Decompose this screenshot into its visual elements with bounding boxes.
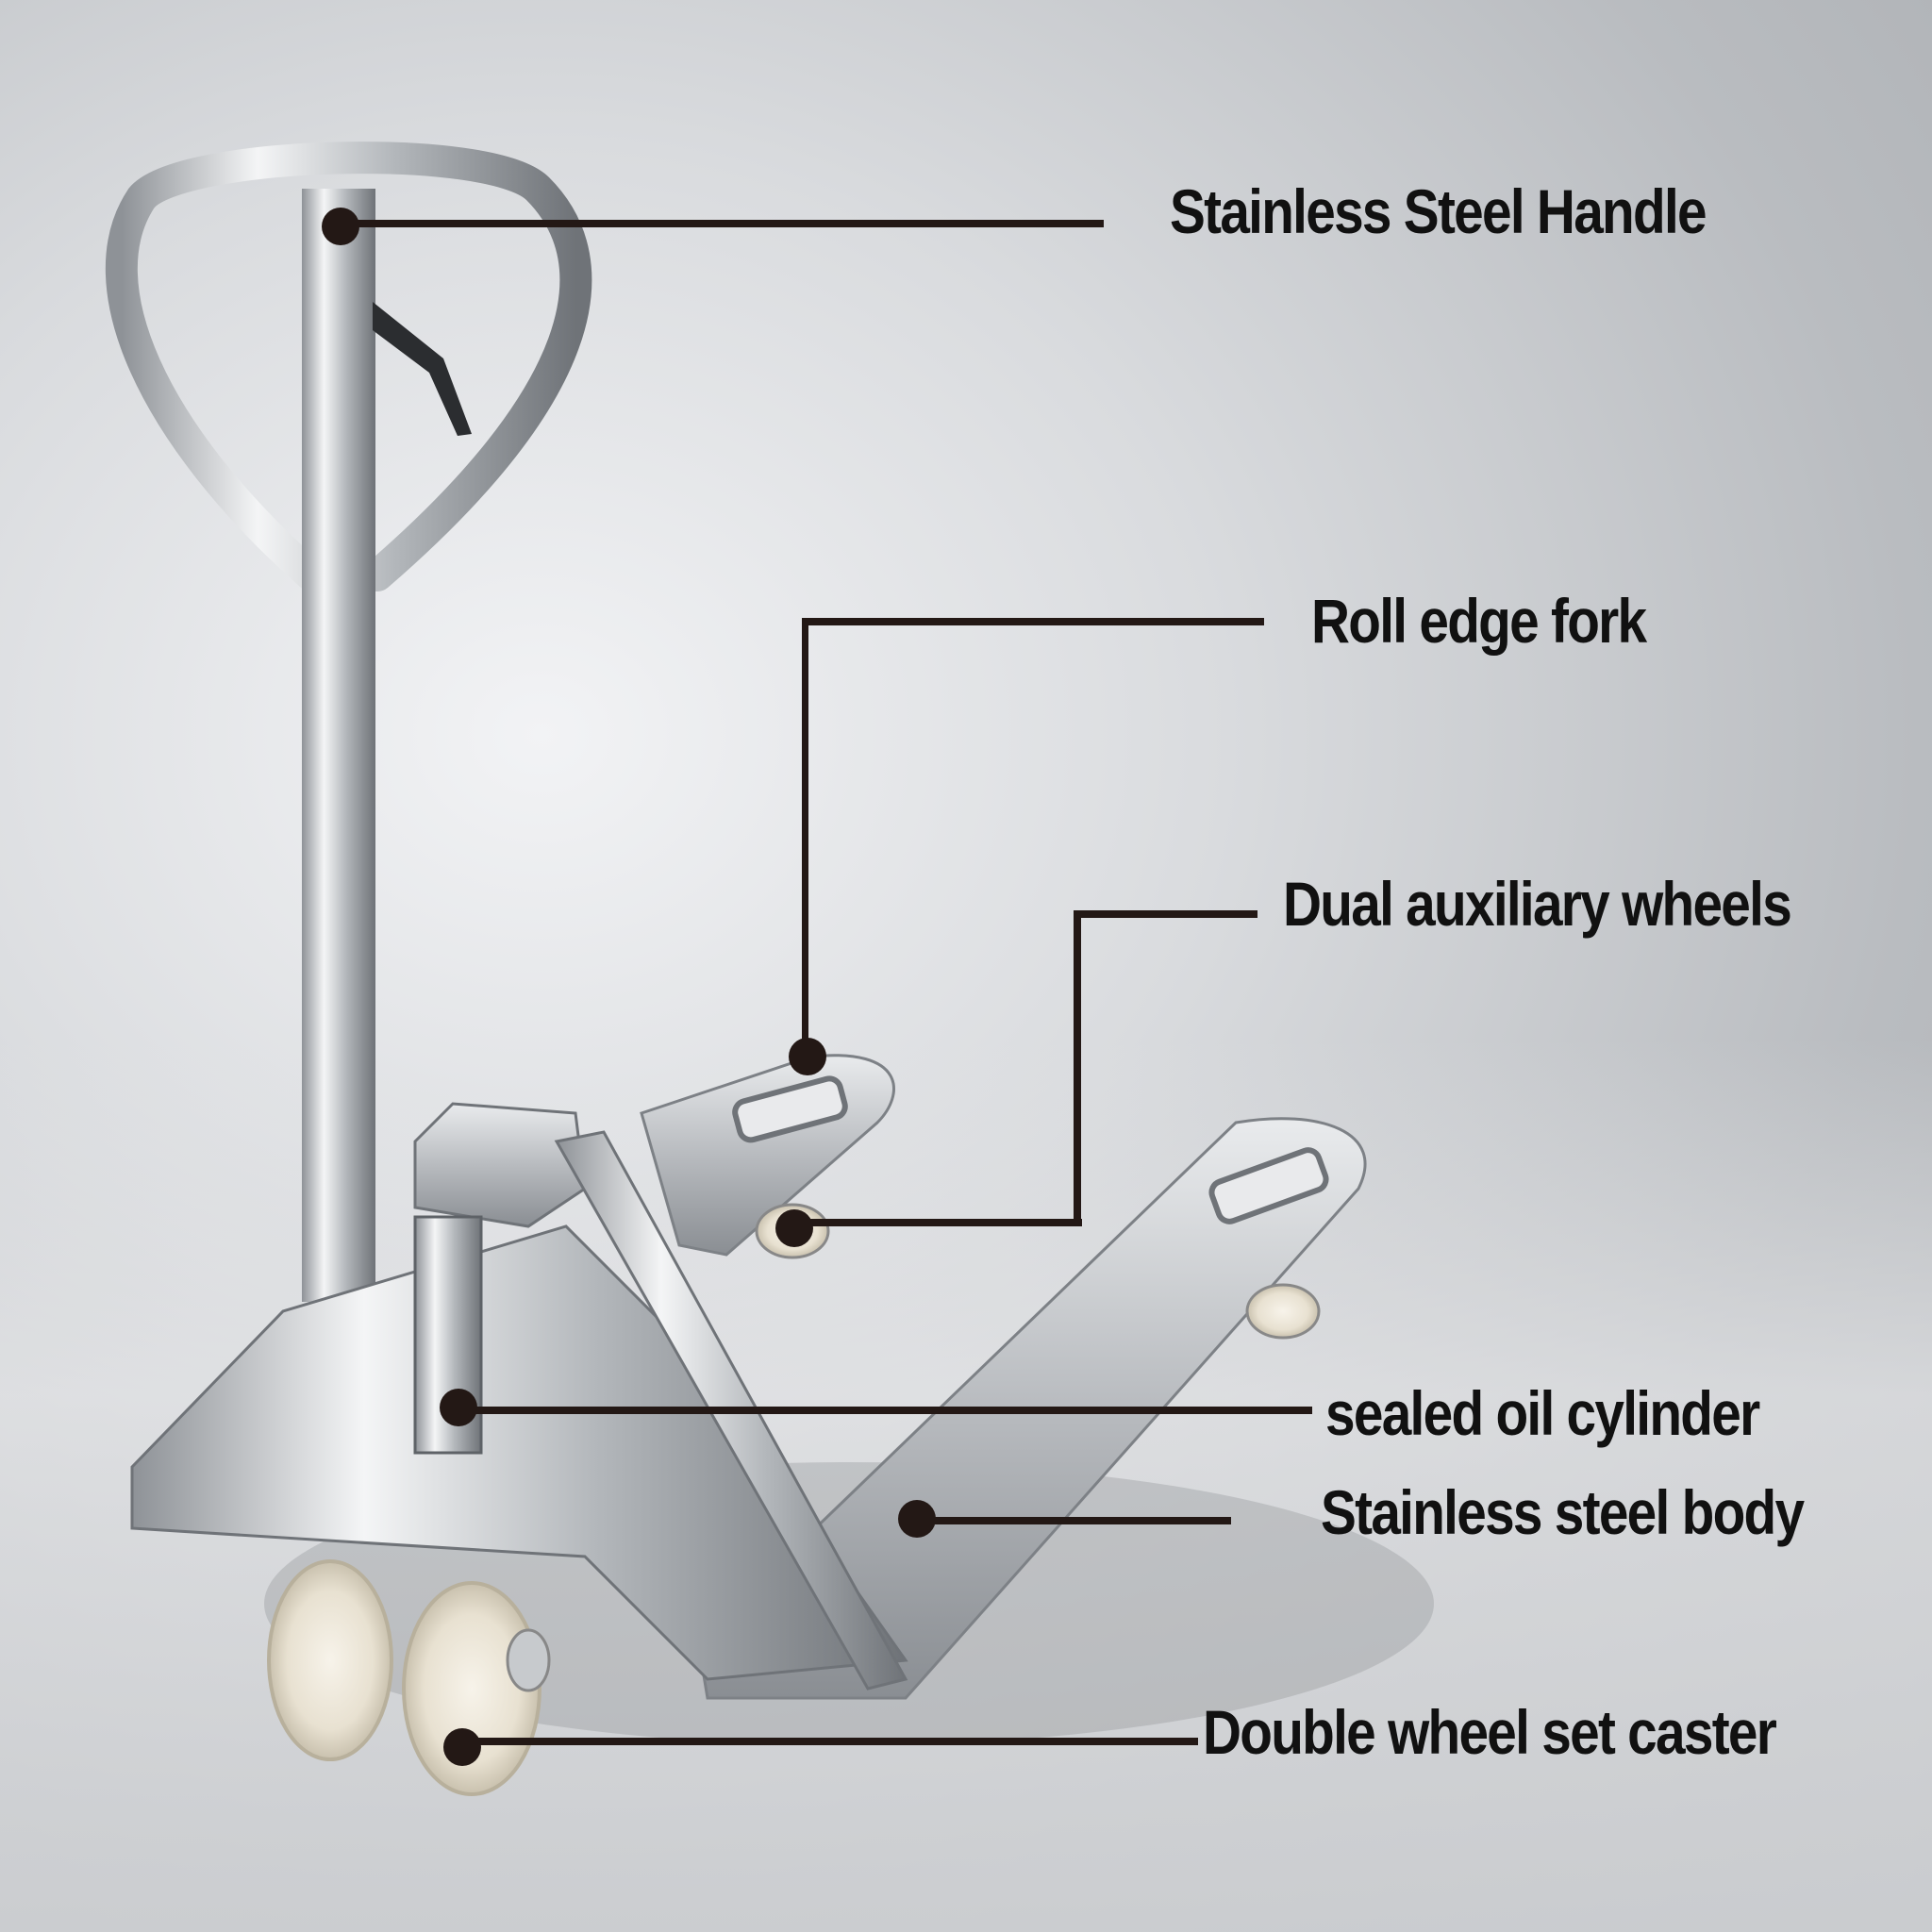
chassis-body	[130, 1224, 908, 1681]
callout-line-aux-horizontal-top	[1074, 910, 1257, 918]
aux-wheel-near	[1245, 1283, 1321, 1340]
callout-line-handle	[340, 220, 1104, 227]
callout-line-fork-vertical	[802, 618, 808, 1042]
callout-dot-caster	[443, 1728, 481, 1766]
callout-line-aux-horizontal-bottom	[794, 1219, 1082, 1226]
label-caster: Double wheel set caster	[1203, 1697, 1777, 1767]
callout-line-fork-horizontal	[802, 618, 1264, 625]
callout-line-cylinder	[458, 1407, 1312, 1414]
callout-dot-aux-wheels	[775, 1209, 813, 1247]
label-cylinder: sealed oil cylinder	[1325, 1378, 1760, 1448]
callout-dot-fork	[789, 1038, 826, 1075]
label-fork: Roll edge fork	[1311, 586, 1647, 656]
label-aux-wheels: Dual auxiliary wheels	[1283, 869, 1792, 939]
callout-line-body	[917, 1517, 1231, 1524]
handle-loop	[105, 142, 592, 591]
callout-line-aux-vertical	[1074, 910, 1081, 1226]
callout-line-caster	[462, 1738, 1198, 1745]
label-body: Stainless steel body	[1321, 1477, 1805, 1547]
caster-wheel-left	[267, 1559, 393, 1761]
release-lever	[373, 302, 472, 436]
pump-housing	[413, 1102, 587, 1228]
label-handle: Stainless Steel Handle	[1170, 176, 1707, 246]
handle-shaft	[302, 189, 375, 1302]
